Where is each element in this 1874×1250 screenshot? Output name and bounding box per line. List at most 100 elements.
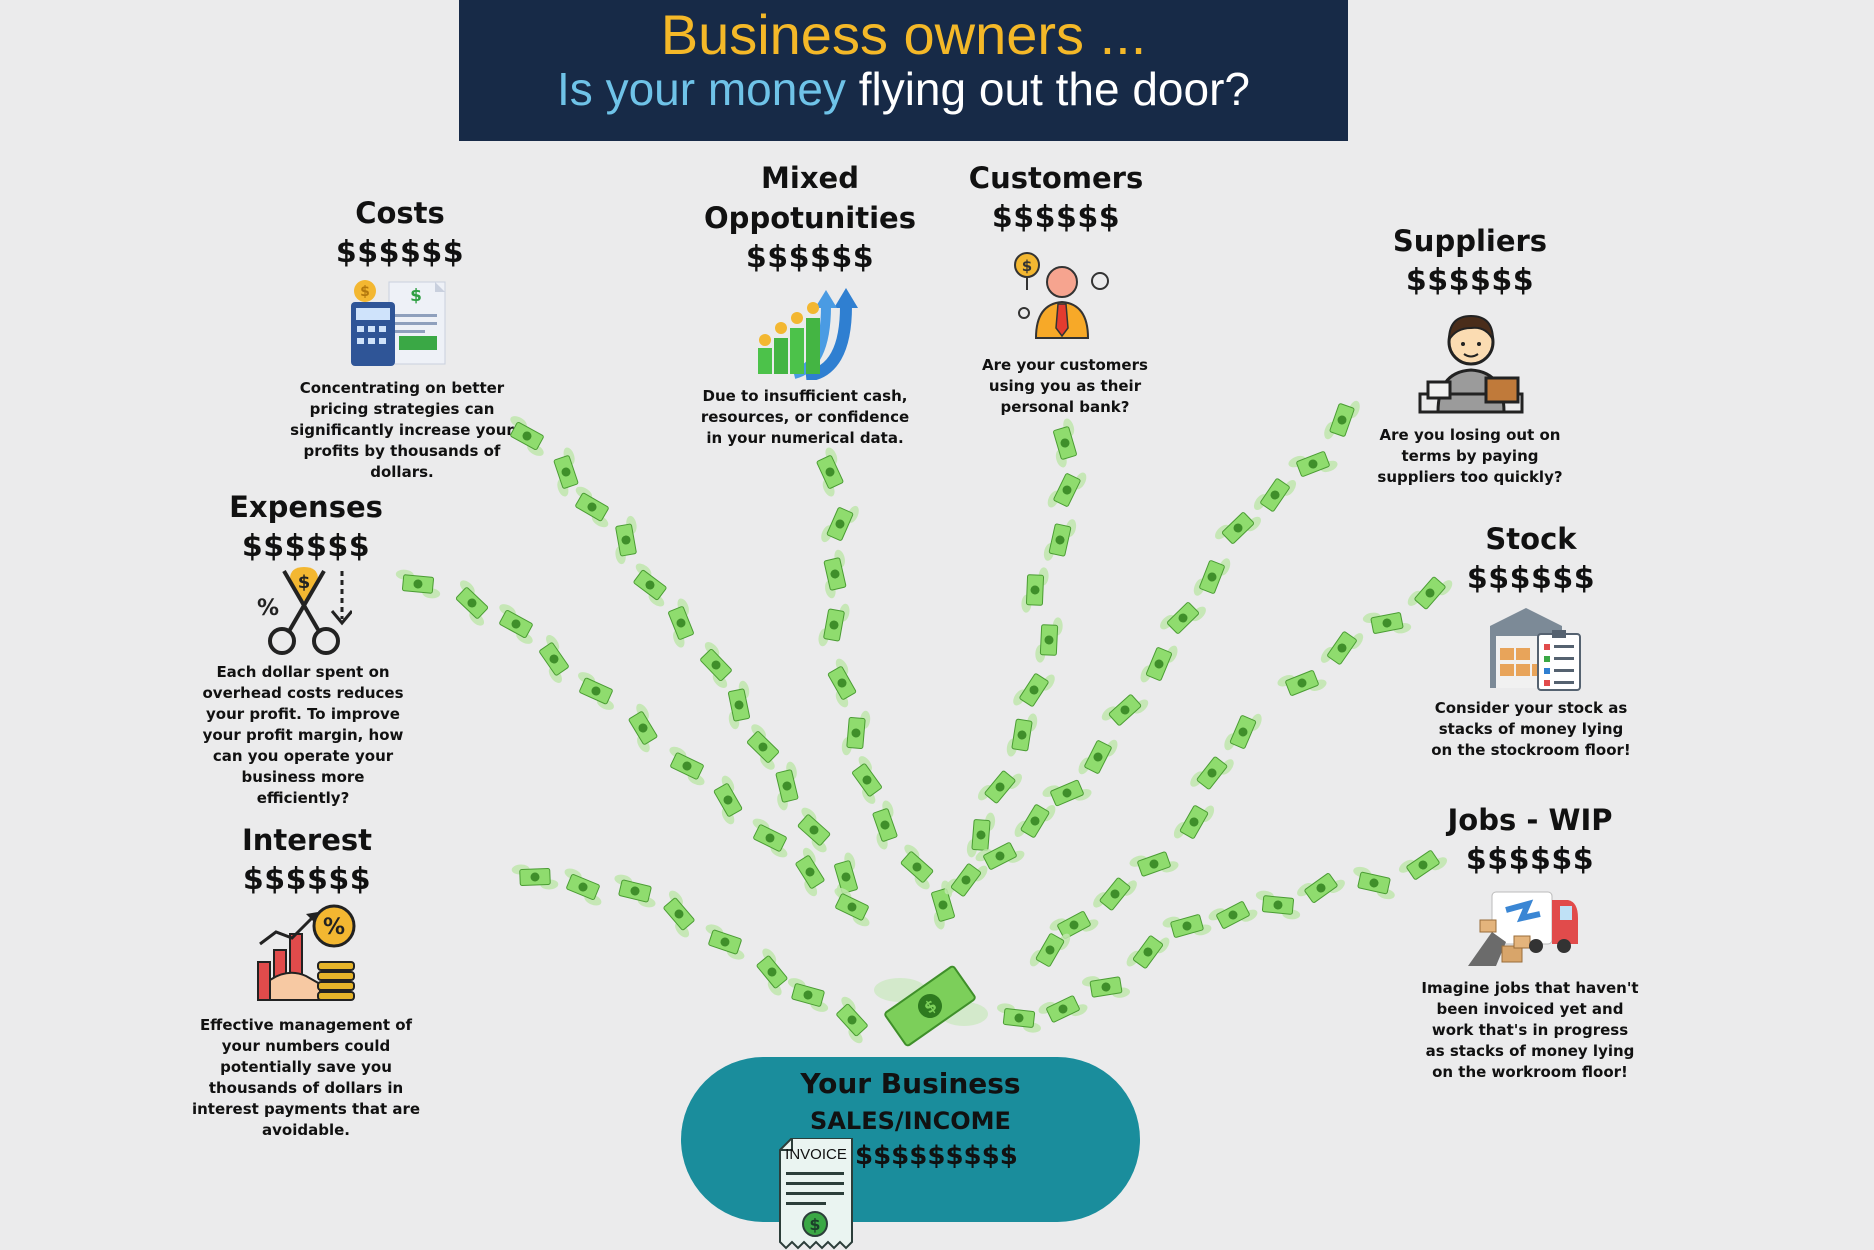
svg-text:%: % [257,596,279,621]
flying-dollar-bill [1081,976,1131,998]
svg-text:$: $ [809,1215,820,1234]
flying-dollar-bill [1324,400,1360,440]
flying-dollar-bill [1014,804,1056,838]
flying-dollar-bill [1078,739,1118,775]
flying-dollar-bill [511,864,559,890]
flying-dollar-bill [1129,851,1179,877]
your-business-pill: Your Business SALES/INCOME $$$$$$$$$ [681,1057,1140,1222]
growth-chart-coins-icon [758,288,858,380]
flying-dollar-bill [727,680,751,730]
suppliers-amount: $$$$$$ [1405,263,1535,298]
interest-amount: $$$$$$ [242,862,372,897]
flying-dollar-bill [1398,850,1448,880]
scissors-cut-cost-icon: $ % [257,567,352,655]
flying-dollar-bill [1193,558,1231,596]
expenses-amount: $$$$$$ [241,529,371,564]
delivery-truck-icon [1468,891,1578,966]
flying-dollar-bill [1160,602,1206,634]
customers-description: Are your customers using you as their pe… [982,356,1148,416]
mixed-title-line2: Oppotunities [704,201,916,235]
flying-dollar-bill [975,842,1025,870]
interest-block: Interest $$$$$$ [197,820,417,900]
flying-dollar-bill [1253,478,1297,512]
interest-title: Interest [241,823,373,857]
customers-title: Customers [968,161,1144,195]
flying-dollar-bill [669,746,705,786]
flying-dollar-bill [823,549,847,599]
mixed-amount: $$$$$$ [745,240,875,275]
flying-dollar-bill [775,761,799,811]
flying-banknote-icon: $ [874,965,988,1047]
flying-dollar-bill [1173,805,1215,839]
flying-dollar-bill [827,658,857,708]
flying-dollar-bill [1029,933,1071,967]
flying-dollar-bill [1297,873,1345,903]
flying-dollar-bill [872,800,898,850]
suppliers-description: Are you losing out on terms by paying su… [1377,426,1563,486]
warehouse-inventory-icon [1490,608,1581,691]
invoice-receipt-icon: $ [779,1138,853,1250]
subheadline-highlight: Is your money [557,63,846,115]
flying-dollar-bill [1053,418,1077,468]
flying-dollar-bill [797,807,831,853]
flying-dollar-bill [1224,713,1262,751]
flying-dollar-bill [1101,694,1149,726]
expenses-block: Expenses $$$$$$ [186,487,426,567]
flying-dollar-bill [705,924,745,960]
flying-dollar-bill [1190,756,1234,790]
flying-dollar-bill [836,996,868,1044]
flying-dollar-bill [834,887,870,927]
svg-text:$: $ [360,284,370,300]
flying-dollar-bill [1043,519,1077,561]
flying-dollar-bill [1042,779,1092,807]
flying-dollar-bill [1049,911,1099,939]
jobs-wip-block: Jobs - WIP $$$$$$ [1420,800,1640,880]
flying-dollar-bill [1021,567,1049,613]
costs-title: Costs [355,196,445,230]
flying-dollar-bill [1353,866,1395,900]
suppliers-block: Suppliers $$$$$$ [1360,221,1580,301]
flying-dollar-bill [821,505,859,543]
flying-dollar-bill [564,868,602,906]
flying-dollar-bill [841,710,871,756]
costs-block: Costs $$$$$$ [280,193,520,273]
expenses-title: Expenses [229,490,383,524]
flying-dollar-bill [747,724,779,770]
flying-dollar-bill [795,847,825,897]
jobs-amount: $$$$$$ [1465,842,1595,877]
flying-dollar-bill [1255,890,1301,920]
flying-dollar-bill [1006,713,1038,757]
business-subtitle: SALES/INCOME [810,1107,1011,1135]
flying-dollar-bill [1208,901,1258,929]
flying-dollar-bill [1277,670,1327,696]
stock-title: Stock [1485,522,1577,556]
stock-description: Consider your stock as stacks of money l… [1431,699,1631,759]
svg-text:$: $ [410,286,422,306]
flying-dollar-bill [756,948,788,996]
flying-dollar-bill [997,1003,1041,1033]
flying-dollar-bill [1093,877,1137,911]
subheadline-rest: flying out the door? [845,63,1250,115]
flying-dollar-bill [633,563,667,607]
flying-dollar-bill [900,844,934,890]
customers-block: Customers $$$$$$ [946,158,1166,238]
flying-dollar-bill [1035,617,1063,663]
stock-block: Stock $$$$$$ [1421,519,1641,599]
flying-dollar-bill [575,486,609,528]
flying-dollar-bill [395,569,441,599]
flying-dollar-bill [553,447,579,497]
flying-dollar-bill [628,703,658,753]
headline: Business owners ... [660,3,1147,66]
stock-amount: $$$$$$ [1466,561,1596,596]
flying-dollar-bill [752,818,788,858]
flying-dollar-bill [1162,914,1212,938]
header-banner: Business owners ... Is your money flying… [459,0,1348,141]
expenses-description: Each dollar spent on overhead costs redu… [202,663,404,807]
flying-dollar-bill [499,604,533,644]
supplier-worker-icon [1418,314,1524,414]
flying-dollar-bill [1215,512,1261,544]
flying-dollar-bill [578,672,614,710]
costs-description: Concentrating on better pricing strategi… [290,379,514,481]
calculator-invoice-icon: $ $ [351,280,446,366]
flying-dollar-bill [1288,451,1338,477]
